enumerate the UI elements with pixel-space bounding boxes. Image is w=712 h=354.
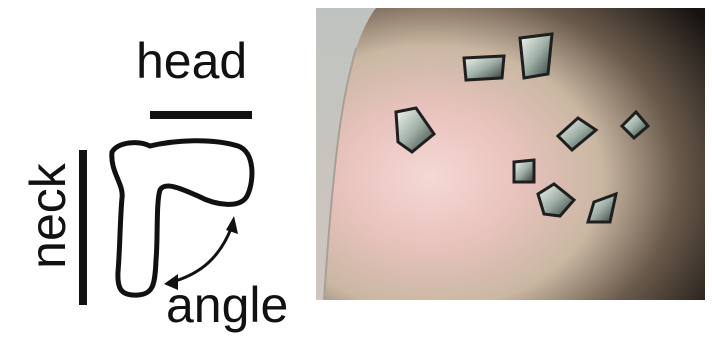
- crystal-drop: [324, 8, 705, 300]
- crystal: [514, 160, 534, 182]
- crystal: [464, 56, 504, 80]
- neck-label: neck: [23, 163, 73, 269]
- angle-label: angle: [166, 280, 288, 330]
- micrograph-image: [316, 8, 705, 300]
- molecule-outline: [112, 141, 252, 295]
- molecule-schematic: head neck angle: [0, 0, 330, 354]
- angle-arrow-arc: [172, 226, 232, 282]
- crystal: [520, 34, 552, 78]
- crystal-micrograph: [316, 8, 705, 300]
- head-label: head: [136, 36, 247, 86]
- angle-arrowhead-top: [226, 216, 238, 234]
